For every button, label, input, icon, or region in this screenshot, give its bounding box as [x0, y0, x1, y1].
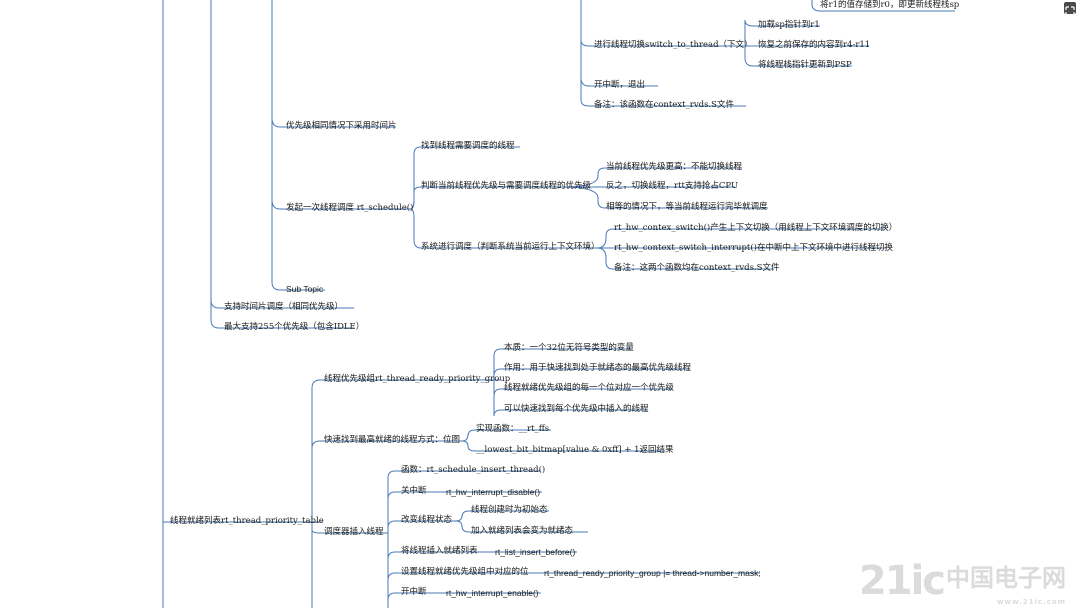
node-set-group-bit-fn: rt_thread_ready_priority_group |= thread…: [544, 568, 761, 578]
node-max-255-priority: 最大支持255个优先级（包含IDLE）: [224, 322, 365, 332]
watermark-cn: 中国电子网: [946, 564, 1066, 592]
node-restore-regs: 恢复之前保存的内容到r4-r11: [758, 40, 871, 50]
node-rt-ffs: 实现函数：__rt_ffs: [476, 424, 550, 434]
node-priority-group: 线程优先级组rt_thread_ready_priority_group: [324, 374, 511, 384]
node-disable-irq-fn: rt_hw_interrupt_disable(): [446, 487, 541, 497]
node-rt-schedule: 发起一次线程调度 rt_schedule(): [286, 203, 414, 213]
node-context-switch-interrupt: rt_hw_context_switch_interrupt()在中断中上下文环…: [614, 243, 893, 253]
node-context-switch: rt_hw_contex_switch()产生上下文切换（用线程上下文环境调度的…: [614, 223, 898, 233]
node-list-insert-fn: rt_list_insert_before(): [495, 547, 576, 557]
node-switch-to-thread: 进行线程切换switch_to_thread（下文）: [594, 40, 753, 50]
node-equal-priority: 相等的情况下，等当前线程运行完毕就调度: [606, 202, 768, 212]
watermark-brand: 21ic: [858, 558, 946, 604]
watermark-logo: 21ic中国电子网 www.21ic.com: [858, 558, 1066, 606]
node-priority-table: 线程就绪列表rt_thread_priority_table: [170, 516, 324, 526]
node-group-purpose: 作用：用于快速找到处于就绪态的最高优先级线程: [504, 363, 692, 373]
expand-arrows-icon: [1065, 6, 1075, 16]
node-insert-function: 函数：rt_schedule_insert_thread(): [401, 465, 546, 475]
node-note-two-functions: 备注：这两个函数均在context_rvds.S文件: [614, 263, 780, 273]
node-store-r1: 将r1的值存储到r0，即更新线程栈sp: [820, 0, 960, 10]
node-disable-irq: 关中断: [401, 486, 427, 496]
node-change-state: 改变线程状态: [401, 515, 453, 525]
node-find-thread: 找到线程需要调度的线程: [421, 141, 515, 151]
node-insert-ready-list: 将线程插入就绪列表: [401, 546, 478, 556]
node-support-timeslice: 支持时间片调度（相同优先级）: [224, 302, 344, 312]
node-enable-irq: 开中断: [401, 587, 427, 597]
node-sub-topic: Sub Topic: [286, 284, 324, 294]
node-state-ready: 加入就绪列表会变为就绪态: [471, 526, 574, 536]
node-enable-exit: 开中断，退出: [594, 80, 646, 90]
node-else-switch: 反之，切换线程，rtt支持抢占CPU: [606, 181, 739, 191]
node-load-sp: 加载sp指针到r1: [758, 20, 820, 30]
node-lowest-bit-bitmap: __lowest_bit_bitmap[value & 0xff] + 1返回结…: [476, 445, 674, 455]
node-set-group-bit: 设置线程就绪优先级组中对应的位: [401, 567, 529, 577]
node-higher-priority: 当前线程优先级更高：不能切换线程: [606, 162, 743, 172]
watermark-url: www.21ic.com: [997, 598, 1066, 606]
node-scheduler-insert: 调度器插入线程: [324, 527, 384, 537]
node-compare-priority: 判断当前线程优先级与需要调度线程的优先级: [421, 181, 592, 191]
node-state-init: 线程创建时为初始态: [471, 505, 548, 515]
node-fast-find-bitmap: 快速找到最高就绪的线程方式：位图: [324, 435, 461, 445]
expand-icon[interactable]: [1064, 2, 1076, 16]
node-update-psp: 将线程栈指针更新到PSP: [758, 60, 852, 70]
node-system-context: 系统进行调度（判断系统当前运行上下文环境）: [421, 242, 600, 252]
node-note-context-file: 备注：该函数在context_rvds.S文件: [594, 100, 734, 110]
node-group-bit-map: 线程就绪优先级组的每一个位对应一个优先级: [504, 383, 675, 393]
node-timeslice: 优先级相同情况下采用时间片: [286, 121, 397, 131]
node-enable-irq-fn: rt_hw_interrupt_enable(): [446, 588, 539, 598]
node-group-essence: 本质：一个32位无符号类型的变量: [504, 343, 634, 353]
node-group-fast-find: 可以快速找到每个优先级中插入的线程: [504, 404, 649, 414]
